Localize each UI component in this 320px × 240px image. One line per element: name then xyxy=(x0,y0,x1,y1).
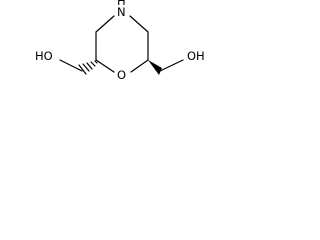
atom-nitrogen: N xyxy=(117,5,126,19)
molecule-drawing: N H O HO OH xyxy=(35,0,205,82)
structure-canvas: N H O HO OH xyxy=(0,0,244,108)
bond-ch2-ho-left xyxy=(59,59,83,72)
atom-ring-oxygen: O xyxy=(117,68,126,82)
bond-c2-o xyxy=(95,59,115,73)
bond-n-c3 xyxy=(95,15,115,33)
atom-right-hydroxyl: OH xyxy=(187,49,205,63)
wedge-bond-right xyxy=(148,60,162,75)
bond-ch2-oh-right xyxy=(159,59,184,72)
bond-n-c5 xyxy=(129,15,149,33)
atom-left-hydroxyl: HO xyxy=(35,49,53,63)
bond-c6-o xyxy=(130,59,149,73)
hashed-bond-left xyxy=(78,60,98,75)
atom-nitrogen-hydrogen: H xyxy=(117,0,126,8)
